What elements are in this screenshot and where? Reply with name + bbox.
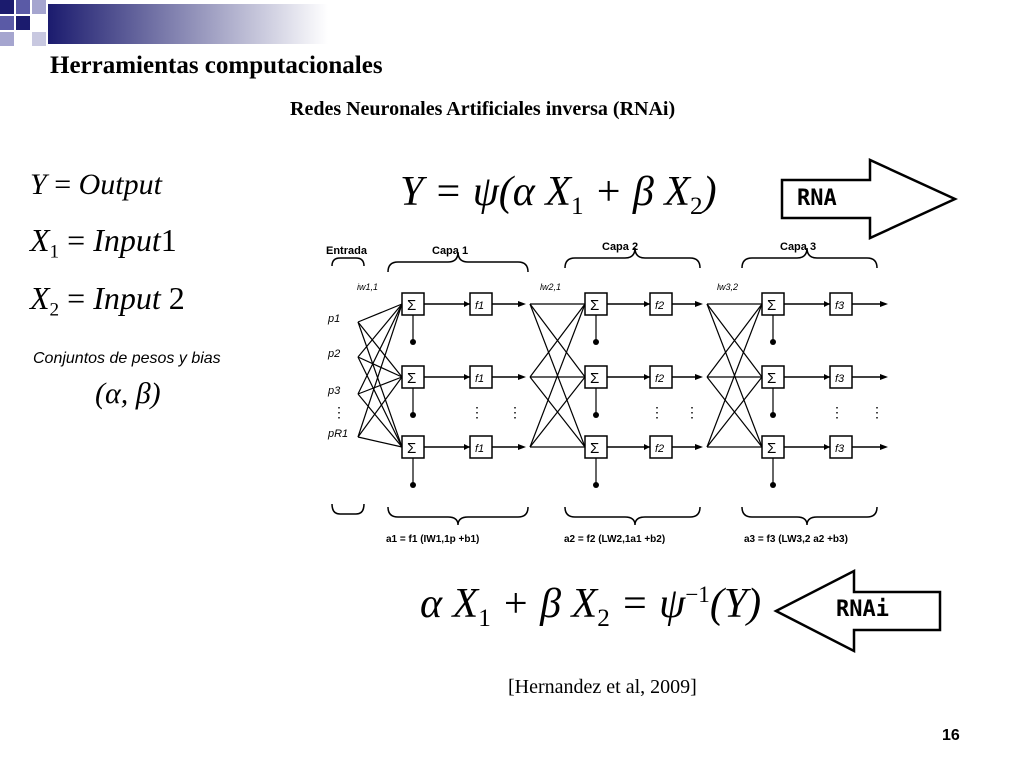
ellipsis: ⋮ <box>685 404 699 420</box>
slide-title: Herramientas computacionales <box>50 52 383 79</box>
neural-network-diagram: Entrada Capa 1 Capa 2 Capa 3 p1 p2 p3 pR1 iw… <box>326 241 888 545</box>
input-brace <box>331 257 365 267</box>
transfer-label: f2 <box>655 373 664 385</box>
citation: [Hernandez et al, 2009] <box>508 676 697 698</box>
corner-decoration <box>0 0 328 46</box>
ellipsis: ⋮ <box>332 404 346 420</box>
layer2-brace <box>564 247 701 269</box>
layer2-formula: a2 = f2 (LW2,1a1 +b2) <box>564 534 665 545</box>
layer3-header: Capa 3 <box>780 241 816 253</box>
bias-node <box>410 482 416 488</box>
transfer-label: f2 <box>655 443 664 455</box>
input-label: p1 <box>327 313 340 325</box>
bias-node <box>770 482 776 488</box>
ellipsis: ⋮ <box>508 404 522 420</box>
sum-symbol: Σ <box>767 370 776 387</box>
bias-node <box>410 339 416 345</box>
definition-output: Y = Output <box>30 168 162 201</box>
ellipsis: ⋮ <box>470 404 484 420</box>
rna-label: RNA <box>797 186 837 211</box>
weight-label: lw3,2 <box>717 282 738 292</box>
ellipsis: ⋮ <box>650 404 664 420</box>
rnai-label: RNAi <box>836 597 889 622</box>
sum-symbol: Σ <box>407 297 416 314</box>
weight-label: lw2,1 <box>540 282 561 292</box>
page-number: 16 <box>942 727 960 744</box>
transfer-label: f1 <box>475 373 484 385</box>
bias-node <box>593 412 599 418</box>
ellipsis: ⋮ <box>830 404 844 420</box>
transfer-label: f2 <box>655 300 664 312</box>
input-label: pR1 <box>327 428 348 440</box>
layer3-formula: a3 = f3 (LW3,2 a2 +b3) <box>744 534 848 545</box>
bias-node <box>593 339 599 345</box>
layer1-formula: a1 = f1 (IW1,1p +b1) <box>386 534 479 545</box>
input-label: p3 <box>327 385 341 397</box>
weight-label: iw1,1 <box>357 282 378 292</box>
layer2-header: Capa 2 <box>602 241 638 253</box>
layer3-brace <box>741 247 878 269</box>
transfer-label: f3 <box>835 373 845 385</box>
sum-symbol: Σ <box>590 297 599 314</box>
transfer-label: f1 <box>475 443 484 455</box>
sum-symbol: Σ <box>590 370 599 387</box>
transfer-label: f3 <box>835 443 845 455</box>
weights-pair: (α, β) <box>95 377 161 410</box>
sum-symbol: Σ <box>590 440 599 457</box>
sum-symbol: Σ <box>407 440 416 457</box>
ellipsis: ⋮ <box>870 404 884 420</box>
sum-symbol: Σ <box>767 297 776 314</box>
sum-symbol: Σ <box>767 440 776 457</box>
input-header: Entrada <box>326 245 368 257</box>
layer1-header: Capa 1 <box>432 245 468 257</box>
input-label: p2 <box>327 348 340 360</box>
sum-symbol: Σ <box>407 370 416 387</box>
bias-node <box>770 412 776 418</box>
inverse-equation: α X1 + β X2 = ψ−1(Y) <box>420 581 762 632</box>
definition-input1: X1 = Input1 <box>30 222 177 263</box>
transfer-label: f1 <box>475 300 484 312</box>
bias-node <box>770 339 776 345</box>
rna-arrow <box>780 158 958 240</box>
forward-equation: Y = ψ(α X1 + β X2) <box>400 169 717 220</box>
bias-node <box>410 412 416 418</box>
weights-caption: Conjuntos de pesos y bias <box>33 350 221 367</box>
transfer-label: f3 <box>835 300 845 312</box>
definition-input2: X2 = Input 2 <box>30 280 185 321</box>
bias-node <box>593 482 599 488</box>
layer1-brace <box>387 251 529 273</box>
slide-subtitle: Redes Neuronales Artificiales inversa (R… <box>290 98 676 120</box>
rnai-arrow <box>773 568 942 654</box>
